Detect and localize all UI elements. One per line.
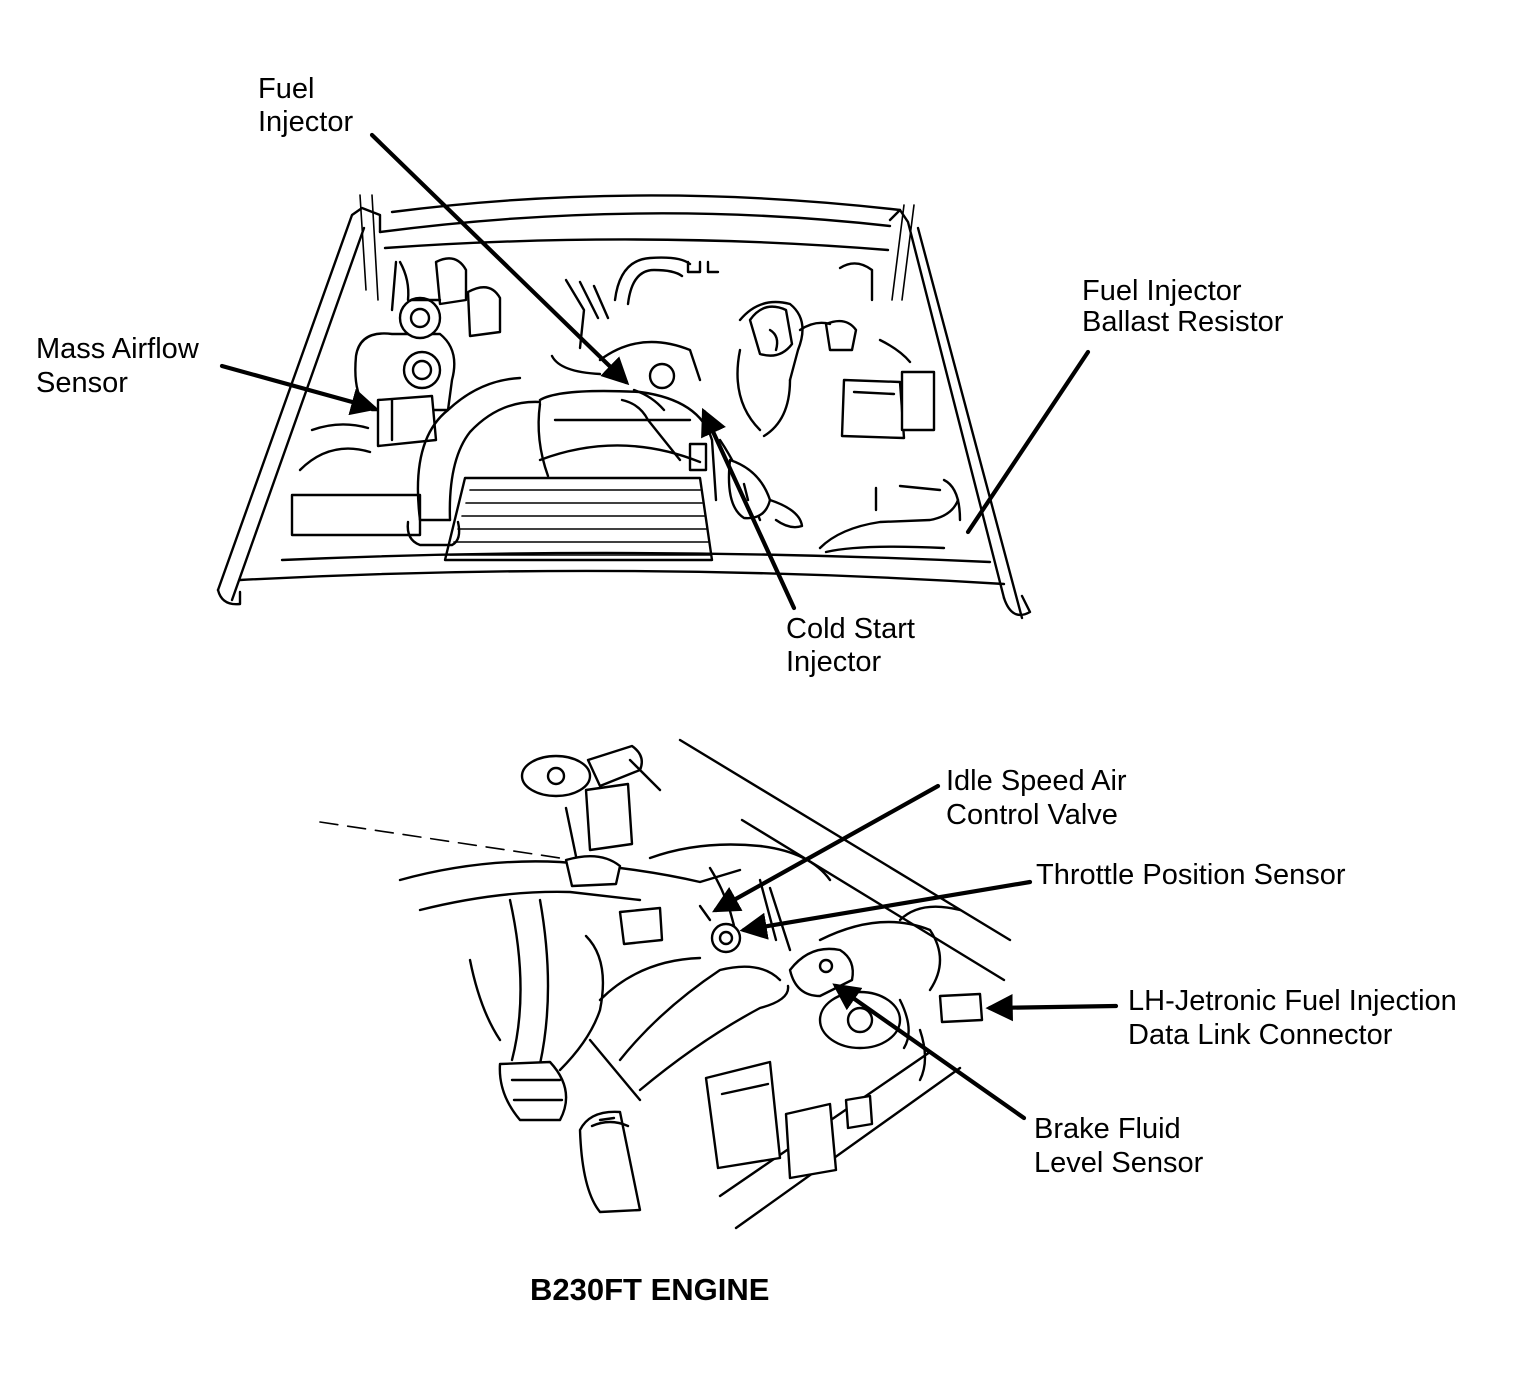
label-mass-airflow-sensor-line1: Mass Airflow bbox=[36, 333, 200, 365]
label-cold-start-injector-line2: Injector bbox=[786, 646, 881, 678]
label-cold-start-injector-line1: Cold Start bbox=[786, 613, 915, 645]
leader-fuel-injector bbox=[369, 132, 630, 386]
leader-lines bbox=[219, 132, 1119, 1121]
label-idle-speed-line2: Control Valve bbox=[946, 799, 1118, 831]
diagram-caption: B230FT ENGINE bbox=[530, 1272, 769, 1307]
leader-idle-speed-air-control-valve bbox=[712, 783, 941, 913]
label-brake-fluid-line2: Level Sensor bbox=[1034, 1147, 1204, 1179]
leader-brake-fluid-level-sensor bbox=[832, 983, 1027, 1121]
label-fuel-injector-line2: Injector bbox=[258, 106, 353, 138]
label-data-link-line2: Data Link Connector bbox=[1128, 1019, 1393, 1051]
label-idle-speed-line1: Idle Speed Air bbox=[946, 765, 1127, 797]
bottom-engine-illustration bbox=[319, 738, 1012, 1230]
label-brake-fluid-level-sensor: Brake Fluid Level Sensor bbox=[1034, 1113, 1204, 1179]
label-throttle-position-sensor: Throttle Position Sensor bbox=[1036, 859, 1346, 891]
label-fuel-injector: Fuel Injector bbox=[258, 73, 353, 138]
label-fuel-injector-ballast-resistor: Fuel Injector Ballast Resistor bbox=[1082, 275, 1284, 338]
label-ballast-resistor-line1: Fuel Injector bbox=[1082, 275, 1242, 307]
label-fuel-injector-line1: Fuel bbox=[258, 73, 314, 105]
top-engine-bay-illustration bbox=[216, 194, 1032, 620]
label-data-link-line1: LH-Jetronic Fuel Injection bbox=[1128, 985, 1457, 1017]
leader-cold-start-injector bbox=[701, 407, 797, 611]
leader-ballast-resistor bbox=[965, 349, 1091, 535]
leader-mass-airflow-sensor bbox=[219, 363, 379, 416]
label-data-link-connector: LH-Jetronic Fuel Injection Data Link Con… bbox=[1128, 985, 1465, 1051]
label-mass-airflow-sensor-line2: Sensor bbox=[36, 367, 128, 399]
label-ballast-resistor-line2: Ballast Resistor bbox=[1082, 306, 1284, 338]
label-brake-fluid-line1: Brake Fluid bbox=[1034, 1113, 1181, 1145]
label-mass-airflow-sensor: Mass Airflow Sensor bbox=[36, 333, 207, 399]
top-view-labels: Fuel Injector Mass Airflow Sensor Fuel I… bbox=[36, 73, 1284, 678]
bottom-view-labels: Idle Speed Air Control Valve Throttle Po… bbox=[946, 765, 1465, 1179]
label-cold-start-injector: Cold Start Injector bbox=[786, 613, 923, 678]
label-throttle-position-line1: Throttle Position Sensor bbox=[1036, 859, 1346, 891]
leader-data-link-connector bbox=[985, 993, 1119, 1022]
label-idle-speed-air-control-valve: Idle Speed Air Control Valve bbox=[946, 765, 1135, 831]
leader-throttle-position-sensor bbox=[739, 879, 1033, 940]
